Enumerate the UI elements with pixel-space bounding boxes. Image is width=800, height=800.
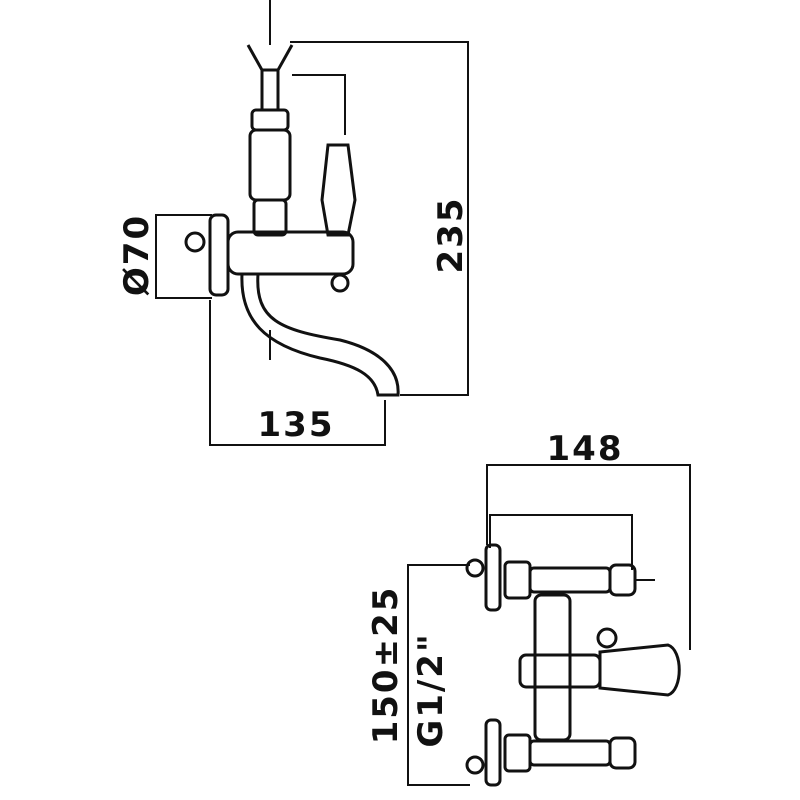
thread-label: G1/2" xyxy=(411,632,451,747)
top-view xyxy=(407,464,691,787)
height-label: 235 xyxy=(431,197,471,274)
projection-label: 135 xyxy=(258,405,335,445)
width-label: 148 xyxy=(547,429,624,469)
side-view xyxy=(155,0,469,446)
diameter-label: Ø70 xyxy=(117,214,157,296)
centers-label: 150±25 xyxy=(366,586,406,745)
